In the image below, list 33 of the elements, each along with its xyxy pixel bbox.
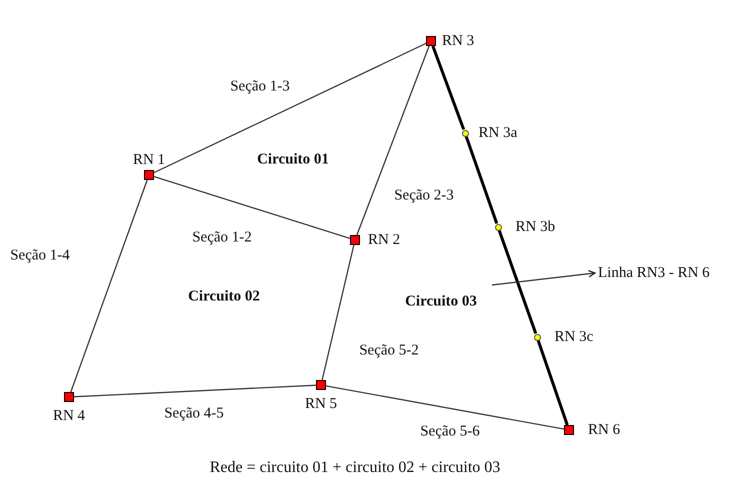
line-segment	[536, 340, 569, 426]
line-segment	[498, 230, 538, 334]
network-section-line	[154, 42, 426, 174]
edge-label: Seção 1-3	[230, 78, 290, 96]
network-section-line	[326, 385, 564, 430]
edge-label: Seção 4-5	[164, 406, 224, 422]
node-label: Linha RN3 - RN 6	[598, 264, 710, 282]
circuit-label: Circuito 03	[405, 294, 477, 310]
network-section-line	[154, 176, 350, 239]
caption: Rede = circuito 01 + circuito 02 + circuito 03	[210, 459, 500, 477]
network-section-line	[74, 384, 316, 398]
node-label: RN 3	[442, 32, 474, 50]
line-segment	[464, 136, 498, 224]
node-label: RN 6	[588, 422, 620, 438]
arrow	[492, 270, 596, 286]
node-label: RN 5	[304, 396, 338, 412]
edge-label: Seção 5-2	[359, 342, 419, 360]
network-section-line	[356, 46, 430, 236]
edge-label: Seção 5-6	[420, 424, 480, 440]
edge-label: Seção 1-2	[192, 230, 252, 246]
line-segment	[431, 45, 466, 130]
node-label: RN 3a	[478, 124, 518, 142]
edge-label: Seção 2-3	[394, 188, 454, 204]
node-label: RN 1	[132, 152, 166, 168]
network-section-line	[70, 180, 148, 392]
node-label: RN 3c	[554, 328, 594, 346]
network-section-line	[322, 244, 354, 380]
edge-label: Seção 1-4	[10, 248, 70, 264]
circuit-label: Circuito 02	[188, 288, 260, 306]
node-label: RN 2	[368, 232, 400, 248]
circuit-label: Circuito 01	[257, 152, 329, 168]
node-label: RN 3b	[516, 218, 556, 236]
node-label: RN 4	[52, 408, 86, 424]
